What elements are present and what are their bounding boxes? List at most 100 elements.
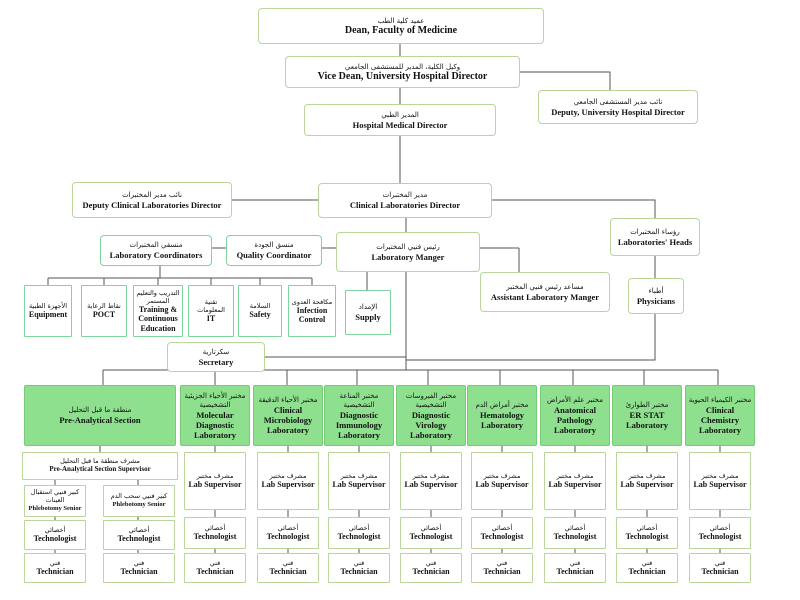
coordinator-unit-arabic: مكافحة العدوى	[291, 297, 333, 306]
lab-supervisor-arabic: مشرف مختبر	[269, 472, 307, 481]
secretary-box: سكرتارية Secretary	[167, 342, 265, 372]
lab-section-arabic: مختبر الفيروسات التشخيصية	[405, 391, 457, 409]
pa-supervisor-english: Pre-Analytical Section Supervisor	[49, 465, 151, 474]
assistant-arabic: مساعد رئيس فنيي المختبر	[506, 282, 584, 291]
assistant-manager-box: مساعد رئيس فنيي المختبر Assistant Labora…	[480, 272, 610, 312]
lab-technician-arabic: فني	[714, 559, 726, 568]
coordinator-unit-english: POCT	[92, 310, 116, 320]
lab-section-arabic: مختبر الطوارئ	[625, 401, 669, 409]
dean-box: عميد كلية الطب Dean, Faculty of Medicine	[258, 8, 544, 44]
lab-technologist-english: Technologist	[625, 532, 669, 542]
quality-coordinator-box: منسق الجودة Quality Coordinator	[226, 235, 322, 266]
lab-manager-box: رئيس فنيي المختبرات Laboratory Manger	[336, 232, 480, 272]
lab-technologist-arabic: أخصائي	[709, 524, 731, 533]
lab-section-arabic: مختبر الأحياء الجزيئية التشخيصية	[184, 391, 246, 409]
lab-technician-arabic: فني	[425, 559, 437, 568]
pre-analytical-english: Pre-Analytical Section	[59, 415, 141, 425]
lab-technician-english: Technician	[556, 567, 594, 577]
lab-technologist-arabic: أخصائي	[204, 524, 226, 533]
lab-section-english: Clinical Microbiology Laboratory	[263, 405, 313, 435]
lab-technologist-english: Technologist	[480, 532, 524, 542]
pa-technician-left-arabic: فني	[49, 559, 61, 568]
senior-right-arabic: كبير فنيي سحب الدم	[110, 492, 168, 501]
lab-section-english: ER STAT Laboratory	[625, 410, 669, 430]
lab-technologist-english: Technologist	[409, 532, 453, 542]
coordinator-unit-english: Equipment	[28, 310, 68, 320]
manager-english: Laboratory Manger	[371, 251, 445, 262]
vice-dean-box: وكيل الكلية، المدير للمستشفى الجامعي Vic…	[285, 56, 520, 88]
deputy-clinical-arabic: نائب مدير المختبرات	[122, 190, 182, 199]
lab-section-english: Clinical Chemistry Laboratory	[698, 405, 742, 435]
lab-section-english: Diagnostic Immunology Laboratory	[335, 409, 383, 440]
deputy-clinical-english: Deputy Clinical Laboratories Director	[82, 199, 222, 210]
quality-arabic: منسق الجودة	[254, 241, 294, 249]
pre-analytical-arabic: منطقة ما قبل التحليل	[68, 406, 132, 414]
lab-technologist-arabic: أخصائي	[420, 524, 442, 533]
lab-supervisor-english: Lab Supervisor	[475, 480, 529, 490]
lab-supervisor-arabic: مشرف مختبر	[196, 472, 234, 481]
lab-supervisor-english: Lab Supervisor	[693, 480, 747, 490]
assistant-english: Assistant Laboratory Manger	[490, 291, 600, 302]
lab-technician-arabic: فني	[353, 559, 365, 568]
lab-technologist-arabic: أخصائي	[277, 524, 299, 533]
lab-technologist-english: Technologist	[553, 532, 597, 542]
clinical-director-english: Clinical Laboratories Director	[349, 200, 461, 210]
coordinator-unit-arabic: السلامة	[249, 302, 271, 311]
lab-section-arabic: مختبر المناعة التشخيصية	[339, 391, 379, 409]
lab-supervisor-english: Lab Supervisor	[332, 480, 386, 490]
lab-supervisor-arabic: مشرف مختبر	[340, 472, 378, 481]
lab-technician-english: Technician	[412, 567, 450, 577]
medical-director-arabic: المدير الطبي	[381, 110, 419, 119]
lab-technician-arabic: فني	[641, 559, 653, 568]
coordinators-english: Laboratory Coordinators	[109, 250, 203, 260]
coordinator-unit-english: Infection Control	[296, 305, 328, 325]
lab-technician-english: Technician	[196, 567, 234, 577]
medical-director-box: المدير الطبي Hospital Medical Director	[304, 104, 496, 136]
supply-arabic: الإمداد	[358, 303, 378, 311]
lab-heads-english: Laboratories' Heads	[617, 236, 693, 247]
lab-section-english: Anatomical Pathology Laboratory	[553, 405, 597, 435]
coordinator-unit-english: Training & Continuous Education	[138, 304, 178, 333]
lab-section-arabic: مختبر أمراض الدم	[475, 401, 529, 409]
pa-technician-left-box: فني Technician	[24, 553, 86, 583]
pre-analytical-section-box: منطقة ما قبل التحليل Pre-Analytical Sect…	[24, 385, 176, 446]
pa-technologist-right-arabic: أخصائي	[128, 526, 150, 535]
coordinator-unit-arabic: التدريب والتعليم المستمر	[136, 288, 180, 305]
lab-supervisor-english: Lab Supervisor	[188, 480, 242, 490]
lab-technologist-arabic: أخصائي	[636, 524, 658, 533]
lab-technologist-arabic: أخصائي	[491, 524, 513, 533]
quality-english: Quality Coordinator	[236, 250, 312, 260]
coordinator-unit-arabic: نقاط الرعاية	[87, 302, 121, 311]
medical-director-english: Hospital Medical Director	[352, 119, 448, 130]
lab-section-english: Diagnostic Virology Laboratory	[409, 409, 453, 440]
deputy-director-arabic: نائب مدير المستشفى الجامعي	[573, 97, 663, 106]
lab-technologist-arabic: أخصائي	[348, 524, 370, 533]
pa-technologist-left-box: أخصائي Technologist	[24, 520, 86, 550]
pa-supervisor-arabic: مشرف منطقة ما قبل التحليل	[60, 457, 140, 466]
lab-technician-arabic: فني	[569, 559, 581, 568]
secretary-english: Secretary	[198, 356, 234, 367]
